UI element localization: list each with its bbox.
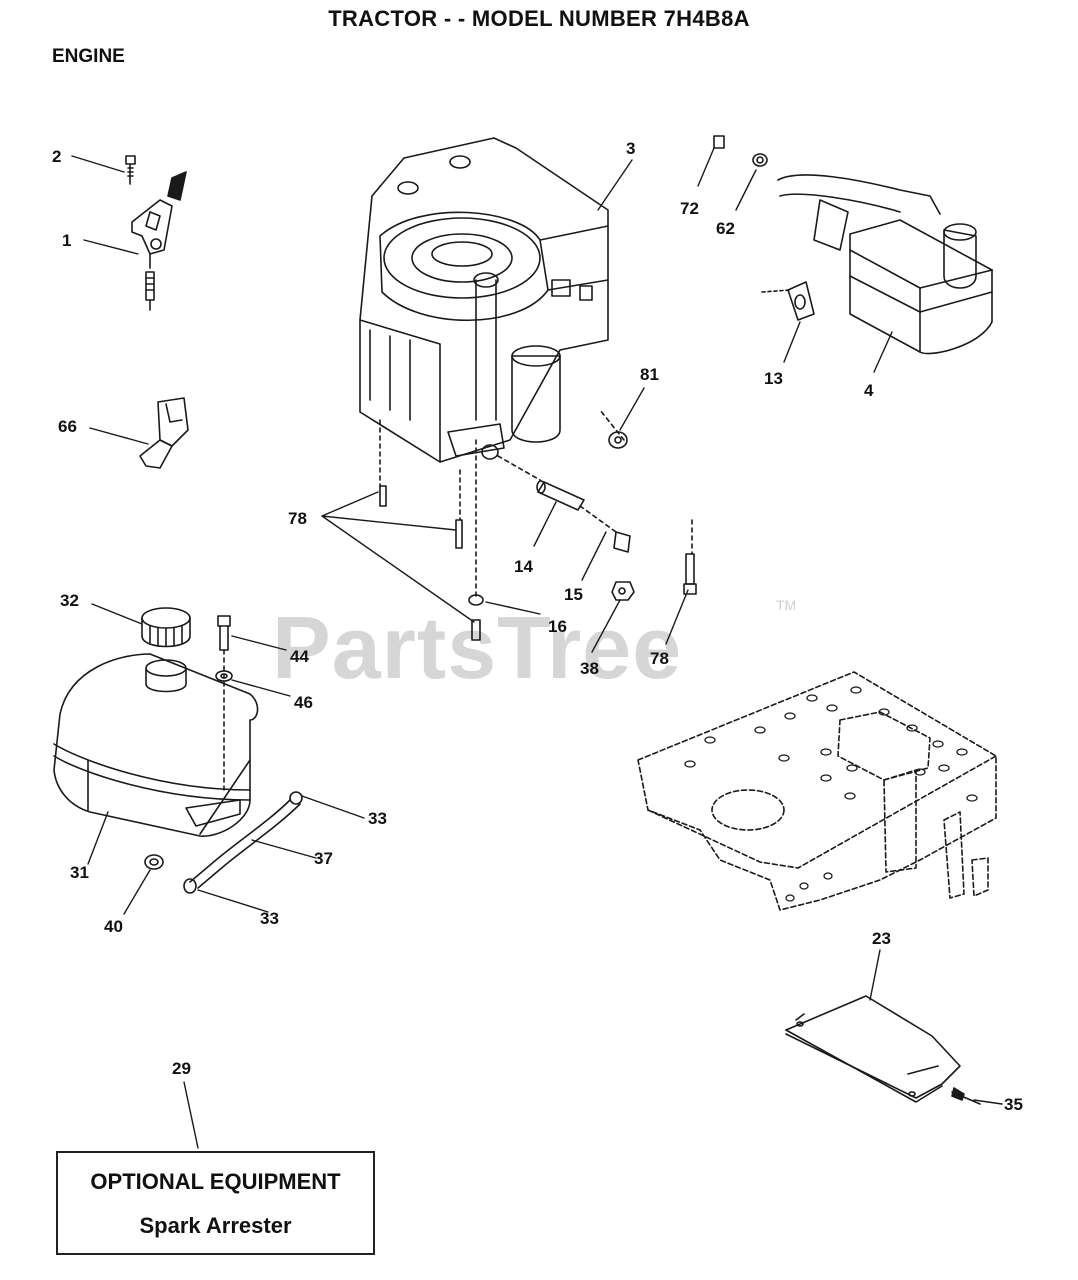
callout-81: 81 (640, 365, 659, 384)
fuel-line-part (144, 791, 303, 894)
muffler-part (713, 135, 993, 355)
callout-40: 40 (104, 917, 123, 936)
callout-35: 35 (1004, 1095, 1023, 1114)
fuel-cap-part (141, 607, 191, 648)
callout-33a: 33 (368, 809, 387, 828)
engine-part (359, 137, 609, 463)
callout-62: 62 (716, 219, 735, 238)
callout-13: 13 (764, 369, 783, 388)
callout-37: 37 (314, 849, 333, 868)
callout-4: 4 (864, 381, 874, 400)
callout-78a: 78 (288, 509, 307, 528)
spark-arrester-label: Spark Arrester (139, 1213, 292, 1238)
callout-46: 46 (294, 693, 313, 712)
clamp-part (139, 397, 189, 469)
callout-78b: 78 (650, 649, 669, 668)
callout-15: 15 (564, 585, 583, 604)
callout-32: 32 (60, 591, 79, 610)
callout-66: 66 (58, 417, 77, 436)
callout-2: 2 (52, 147, 61, 166)
page-title: TRACTOR - - MODEL NUMBER 7H4B8A (328, 6, 750, 31)
callout-1: 1 (62, 231, 71, 250)
optional-equipment-heading: OPTIONAL EQUIPMENT (90, 1169, 341, 1194)
fuel-tank-bolt-part (215, 615, 233, 791)
watermark-tm: TM (776, 597, 796, 613)
callout-31: 31 (70, 863, 89, 882)
callout-16: 16 (548, 617, 567, 636)
callout-44: 44 (290, 647, 309, 666)
callout-33b: 33 (260, 909, 279, 928)
callout-3: 3 (626, 139, 635, 158)
callout-14: 14 (514, 557, 533, 576)
callout-labels: 2 1 66 3 72 62 13 4 81 78 14 15 16 38 78… (52, 139, 1023, 1114)
callout-38: 38 (580, 659, 599, 678)
callout-72: 72 (680, 199, 699, 218)
fuel-tank-part (53, 653, 259, 837)
throttle-control-part (125, 155, 187, 311)
optional-equipment-box: OPTIONAL EQUIPMENT Spark Arrester (56, 1151, 375, 1255)
leader-lines (71, 147, 1003, 1149)
bolts-part (379, 409, 697, 641)
callout-23: 23 (872, 929, 891, 948)
callout-29: 29 (172, 1059, 191, 1078)
watermark: PartsTree (272, 598, 682, 697)
engine-mount-plate-part (637, 671, 997, 911)
heat-shield-part (785, 995, 981, 1105)
section-label: ENGINE (52, 46, 125, 67)
